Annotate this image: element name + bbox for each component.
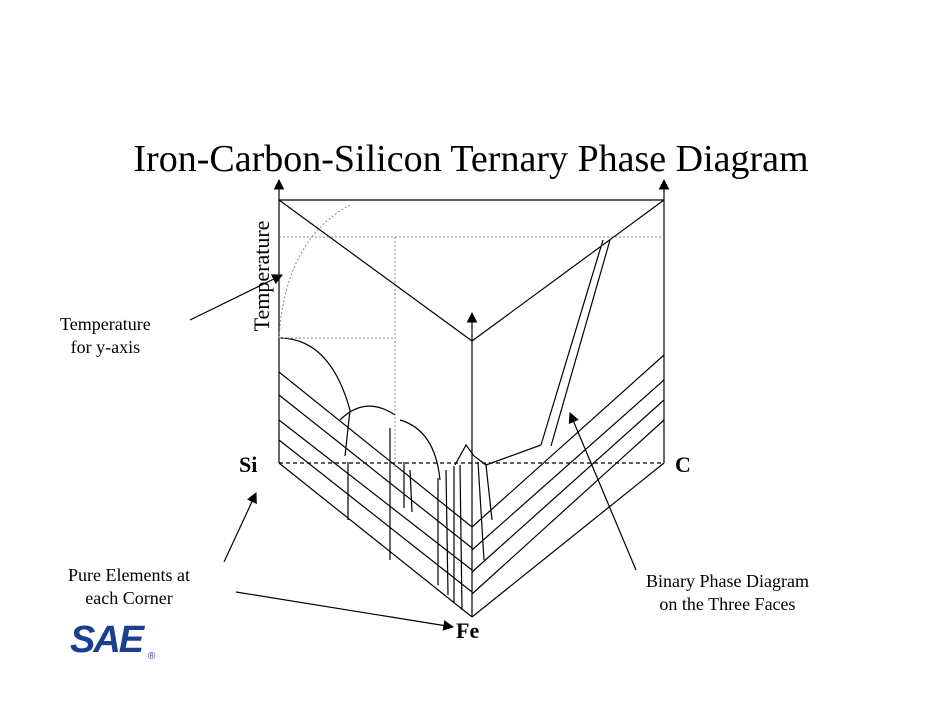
pure-elements-arrow-fe [235, 591, 455, 631]
base-si-fe [278, 462, 473, 618]
temperature-axis-label: Temperature [249, 220, 274, 332]
sae-logo: SAE ® [70, 619, 156, 662]
temperature-arrow [189, 274, 283, 321]
binary-arrow [568, 412, 637, 571]
top-diagonal-c [471, 199, 665, 342]
temperature-note: Temperature for y-axis [60, 314, 151, 357]
top-diagonal-si [278, 199, 473, 342]
corner-fe-label: Fe [456, 618, 480, 643]
corner-c-label: C [675, 452, 691, 477]
base-fe-c [471, 462, 665, 618]
corner-si-label: Si [239, 452, 258, 477]
binary-phase-note: Binary Phase Diagram on the Three Faces [646, 571, 809, 614]
pure-elements-note: Pure Elements at each Corner [68, 565, 190, 608]
pure-elements-arrow-si [223, 492, 257, 563]
page-title: Iron-Carbon-Silicon Ternary Phase Diagra… [133, 138, 809, 181]
